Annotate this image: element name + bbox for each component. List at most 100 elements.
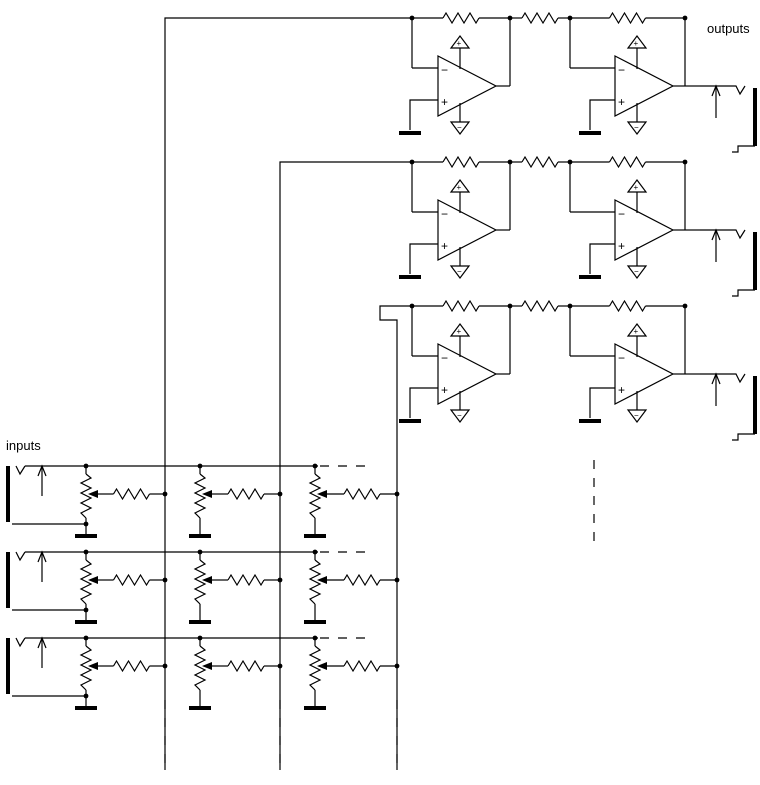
resistor-zigzag-icon [212,573,280,587]
supply-negative-icon [626,265,648,279]
wire [279,161,412,770]
pot-body [79,473,93,519]
jack-tip [15,551,26,562]
junction-dot [682,303,688,309]
audio-jack-icon [685,84,757,153]
resistor-body [227,487,265,501]
resistor-body [521,155,559,169]
opamp-body [437,55,498,117]
symbol-glyph: − [457,267,462,276]
potentiometer-icon [75,635,168,710]
mix-bus-3: −++−−++− [379,299,757,770]
audio-jack-icon [685,372,757,441]
pot-wiper-icon [202,576,212,584]
jack-tip [700,373,746,384]
symbol-glyph: + [441,383,448,397]
opamp-triangle-icon: −++− [614,35,675,135]
jack-sleeve [732,433,755,441]
wire [589,99,615,130]
audio-jack-icon [6,550,47,608]
resistor-zigzag-icon [412,11,510,25]
opamp-body [614,199,675,261]
resistor-body [521,299,559,313]
outputs-label: outputs [707,21,750,36]
resistor-body [442,299,480,313]
resistor-body [112,487,151,501]
symbol-glyph: − [457,123,462,132]
audio-jack-icon [6,464,47,522]
pot-body [308,559,322,605]
symbol-glyph: − [441,207,448,221]
pot-body [193,473,207,519]
resistor-zigzag-icon [98,487,165,501]
supply-positive-icon [626,35,648,49]
junction-dot [277,491,283,497]
wire [379,305,412,770]
wire [409,99,438,130]
junction-dot [394,663,400,669]
opamp-triangle-icon: −++− [614,323,675,423]
supply-positive-icon [626,179,648,193]
resistor-body [608,11,647,25]
resistor-zigzag-icon [570,11,685,25]
resistor-zigzag-icon [510,299,570,313]
pot-wiper-icon [202,490,212,498]
junction-dot [162,663,168,669]
pot-wiper-icon [88,576,98,584]
audio-jack-icon [6,636,47,694]
supply-negative-icon [626,121,648,135]
resistor-zigzag-icon [327,573,397,587]
symbol-glyph: − [618,207,625,221]
junction-dot [83,521,89,527]
symbol-glyph: − [634,411,639,420]
supply-negative-icon [449,265,471,279]
potentiometer-icon [304,635,400,710]
symbol-glyph: − [618,63,625,77]
symbol-glyph: + [618,239,625,253]
symbol-glyph: − [618,351,625,365]
resistor-body [343,573,381,587]
symbol-glyph: + [457,327,462,336]
potentiometer-icon [75,549,168,624]
resistor-body [442,155,480,169]
resistor-body [227,573,265,587]
junction-dot [682,159,688,165]
resistor-zigzag-icon [412,155,510,169]
pot-wiper-icon [317,576,327,584]
symbol-glyph: + [457,39,462,48]
jack-tip [700,229,746,240]
circuit-wiring: −++−−++−−++−−++−−++−−++− [6,11,757,770]
resistor-body [227,659,265,673]
pot-body [308,645,322,691]
resistor-zigzag-icon [570,155,685,169]
resistor-body [112,659,151,673]
junction-dot [394,491,400,497]
resistor-zigzag-icon [327,487,397,501]
opamp-body [614,343,675,405]
mix-bus-2: −++−−++− [279,155,757,770]
resistor-zigzag-icon [98,659,165,673]
wire [589,387,615,418]
jack-sleeve [732,145,755,153]
jack-tip [700,85,746,96]
potentiometer-icon [189,635,283,710]
potentiometer-icon [75,463,168,538]
opamp-body [614,55,675,117]
junction-dot [83,607,89,613]
symbol-glyph: − [441,63,448,77]
potentiometer-icon [189,463,283,538]
resistor-zigzag-icon [570,299,685,313]
resistor-body [442,11,480,25]
resistor-body [343,487,381,501]
potentiometer-icon [304,549,400,624]
pot-wiper-icon [202,662,212,670]
opamp-body [437,343,498,405]
opamp-triangle-icon: −++− [614,179,675,279]
resistor-body [608,299,647,313]
symbol-glyph: + [618,95,625,109]
wire [409,387,438,418]
opamp-triangle-icon: −++− [437,179,498,279]
symbol-glyph: − [634,123,639,132]
audio-jack-icon [685,228,757,297]
